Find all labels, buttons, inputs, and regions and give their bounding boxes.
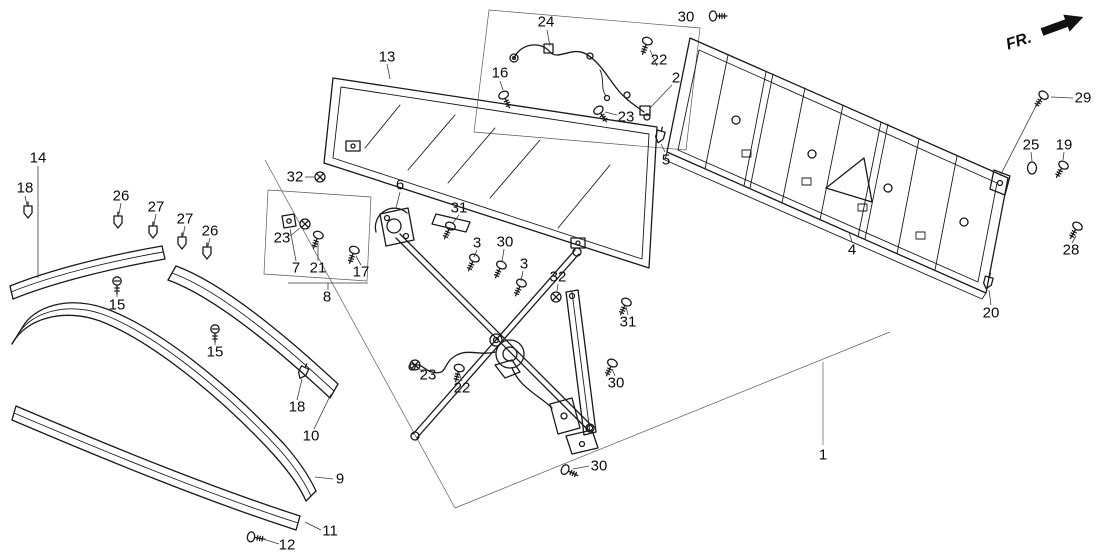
fasteners: [23, 10, 1085, 545]
window-regulator: [374, 207, 599, 455]
bolt-icon: [559, 462, 581, 481]
bolt-icon: [510, 277, 529, 299]
grommet-icon: [550, 291, 562, 303]
oring-icon: [1026, 161, 1038, 175]
bolt-icon: [1051, 158, 1071, 181]
leader-lines: [24, 29, 1077, 545]
molding-strip-14: [9, 245, 166, 300]
bolt-icon: [450, 362, 466, 384]
rear-glass: [323, 77, 658, 269]
clip-icon: [202, 242, 212, 260]
bolt-icon: [1030, 88, 1051, 111]
bolt-icon: [245, 530, 267, 545]
bolt-icon: [708, 10, 728, 22]
construction-lines: [263, 9, 891, 509]
bolt-icon: [308, 229, 325, 251]
rear-bulkhead-panel: [664, 37, 1011, 300]
bracket-part-7: [281, 213, 297, 229]
bolt-icon: [463, 252, 482, 274]
bolt-icon: [601, 357, 620, 379]
fr-arrow-icon: [1040, 14, 1084, 36]
molding-strip-10: [167, 265, 339, 399]
bolt-icon: [439, 220, 458, 242]
bolt-icon: [591, 103, 612, 126]
bolt-icon: [490, 259, 509, 281]
wire-harness: [509, 43, 651, 121]
seal-band-9: [11, 302, 317, 502]
grommet-icon: [314, 171, 326, 183]
molding-strip-11: [11, 405, 301, 531]
clip-icon: [113, 211, 123, 229]
bolt-icon: [344, 244, 361, 266]
bolt-icon: [615, 296, 634, 318]
grommet-icon: [299, 218, 311, 230]
clip-icon: [23, 201, 33, 219]
clip-icon: [148, 221, 158, 239]
clip-icon: [177, 232, 187, 250]
bolt-icon: [496, 89, 515, 111]
